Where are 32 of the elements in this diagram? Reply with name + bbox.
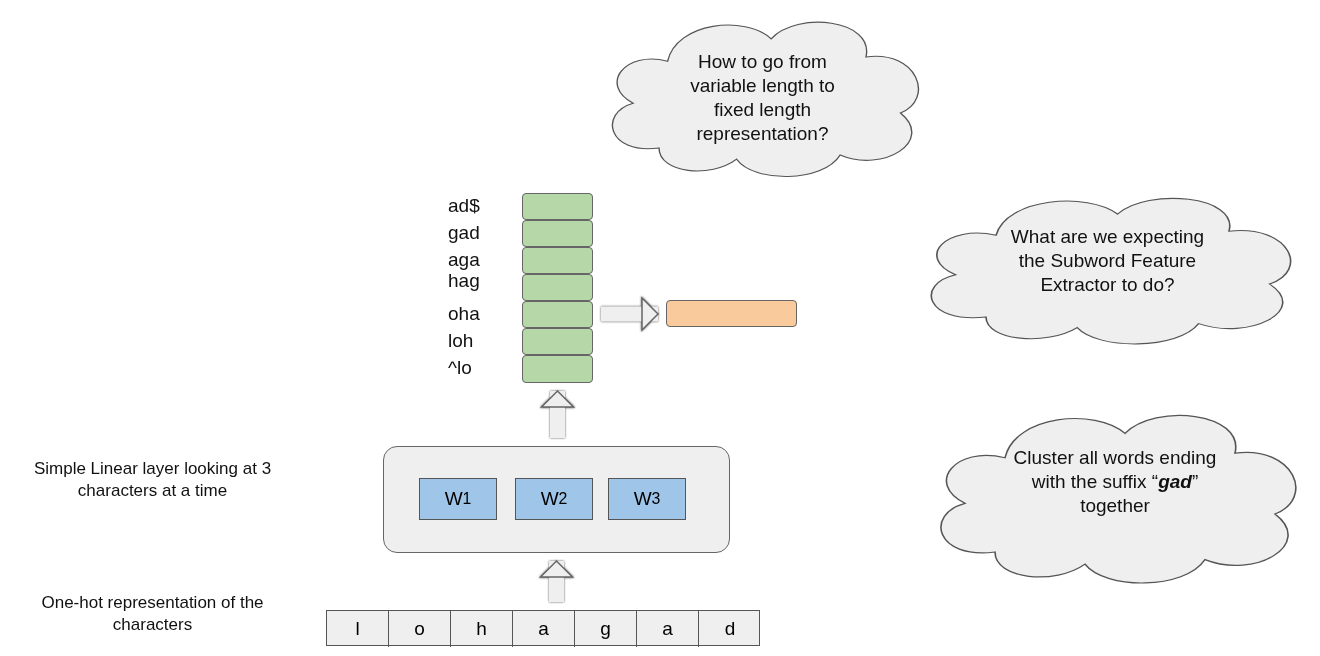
trigram-label: oha <box>448 304 481 324</box>
cloud-text: What are we expecting the Subword Feature Extractor to do? <box>1009 224 1206 297</box>
trigram-label: ad$ <box>448 196 481 216</box>
cloud-text: How to go from variable length to fixed length representation? <box>689 50 836 146</box>
block-arrow <box>601 297 659 331</box>
cloud-text: Cluster all words ending with the suffix “gad” together <box>1012 445 1218 518</box>
feature-bar <box>522 328 593 355</box>
output-vector-bar <box>666 300 797 327</box>
character-cell: l <box>327 611 389 647</box>
character-row <box>326 610 760 646</box>
block-arrow <box>539 560 574 602</box>
annotation-text: One-hot representation of the characters <box>40 592 265 636</box>
feature-bar <box>522 247 593 274</box>
character-cell: a <box>637 611 699 647</box>
character-cell: h <box>451 611 513 647</box>
character-cell: d <box>699 611 761 647</box>
annotation-text: Simple Linear layer looking at 3 characters at a time <box>32 458 273 502</box>
trigram-label: ^lo <box>448 358 473 378</box>
feature-bar <box>522 220 593 247</box>
character-cell: a <box>513 611 575 647</box>
trigram-label: aga <box>448 250 481 270</box>
trigram-label: gad <box>448 223 481 243</box>
character-cell: g <box>575 611 637 647</box>
feature-bar <box>522 274 593 301</box>
feature-bar <box>522 355 593 383</box>
trigram-label: loh <box>448 331 475 351</box>
feature-bar <box>522 193 593 220</box>
character-cell: o <box>389 611 451 647</box>
linear-layer-box <box>383 446 730 553</box>
feature-bar <box>522 301 593 328</box>
block-arrow <box>540 390 575 438</box>
trigram-label: hag <box>448 271 481 291</box>
